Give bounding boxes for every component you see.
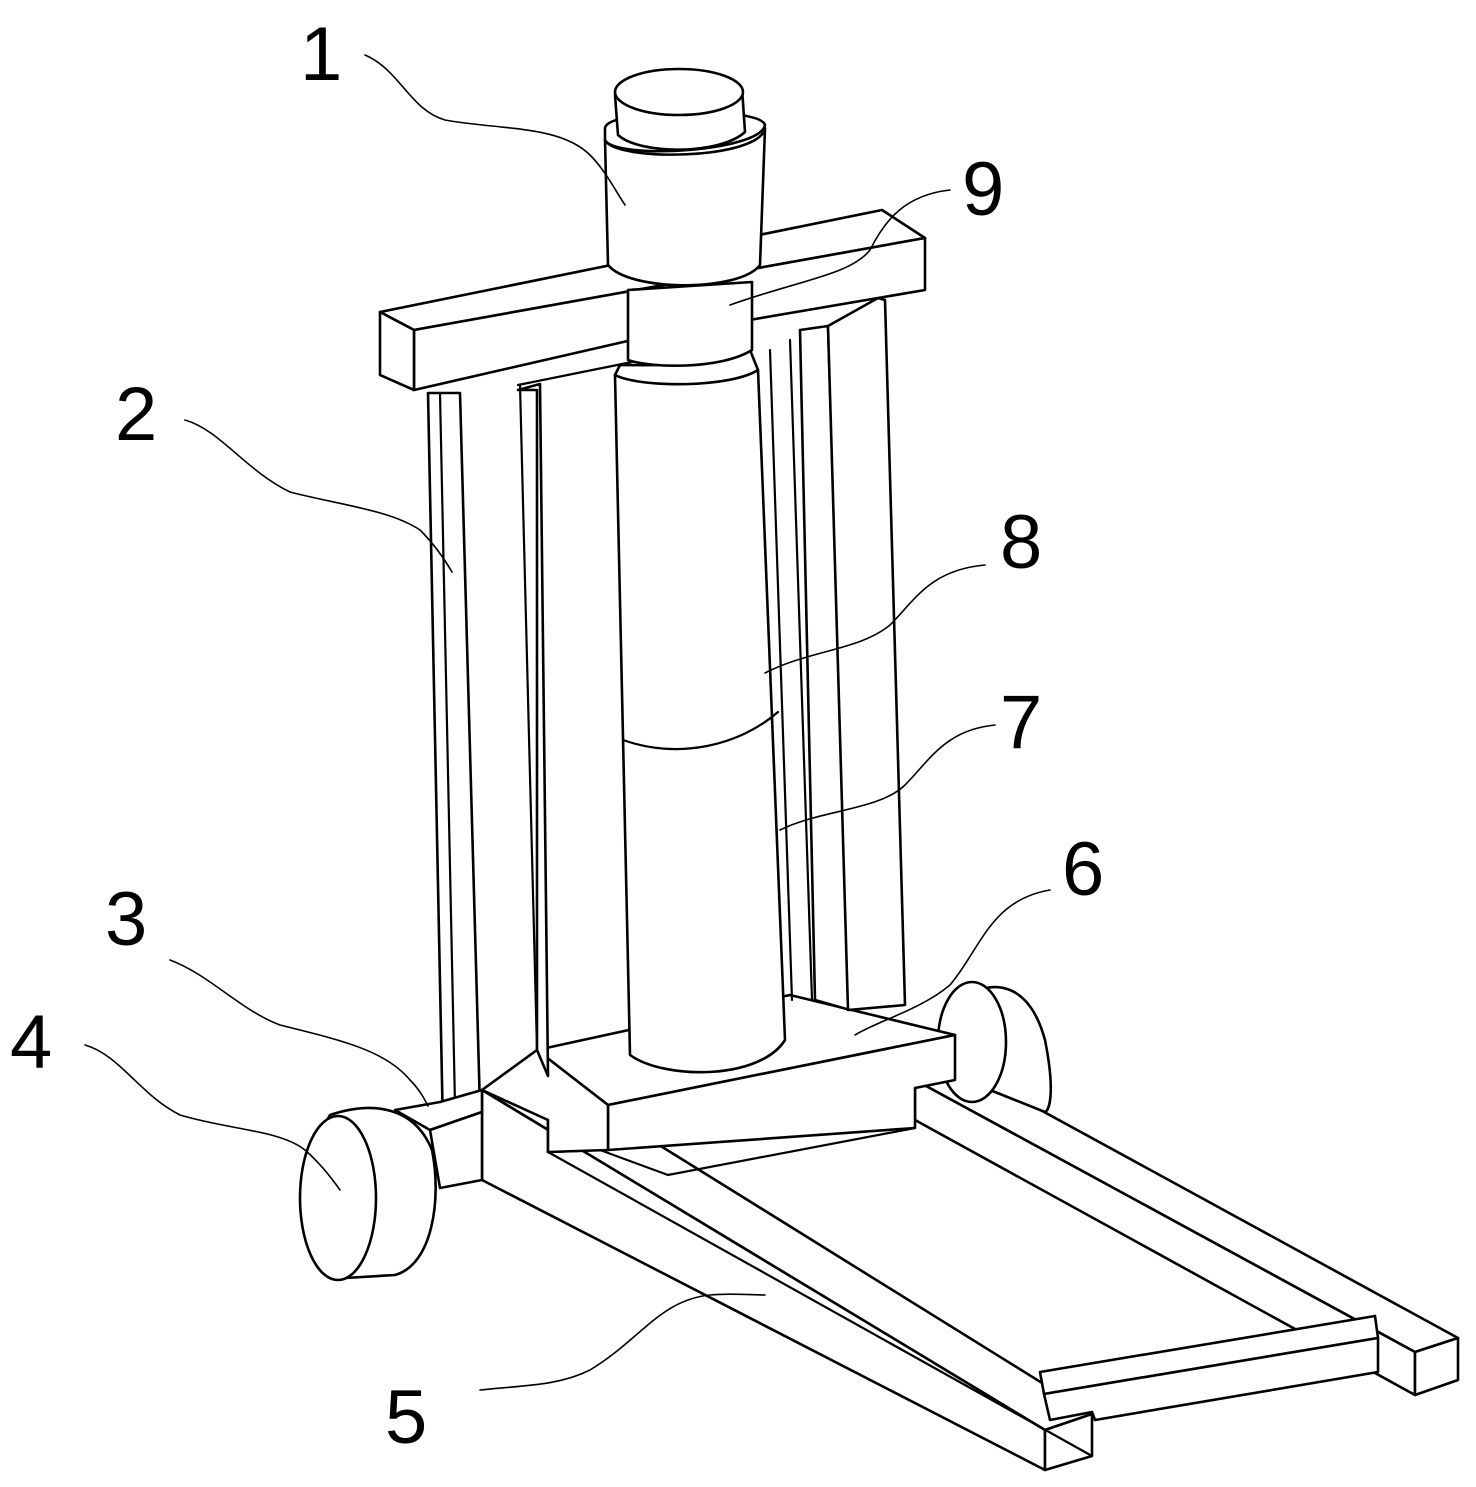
left-wheel-face xyxy=(298,1114,378,1282)
right-upright xyxy=(768,296,907,1012)
leader-4 xyxy=(84,1044,341,1191)
cylinder-lower-body xyxy=(613,368,787,1074)
left-upright xyxy=(426,382,550,1182)
left-upright-inner-edge xyxy=(518,383,539,1052)
top-cap xyxy=(603,67,767,287)
left-upright-inner xyxy=(516,382,550,1078)
cap-top-face xyxy=(613,67,745,117)
callout-6: 6 xyxy=(1062,827,1104,912)
top-beam-end xyxy=(378,310,416,392)
callout-5: 5 xyxy=(385,1375,427,1460)
leader-6 xyxy=(854,889,1051,1036)
top-beam-inner xyxy=(516,360,634,387)
piston-rod xyxy=(626,280,754,368)
leader-3 xyxy=(169,959,429,1107)
leader-1 xyxy=(364,54,626,206)
callout-9: 9 xyxy=(962,147,1004,232)
callout-8: 8 xyxy=(1000,500,1042,585)
callout-2: 2 xyxy=(115,372,157,457)
callout-labels: 1 2 3 4 5 6 7 8 9 xyxy=(10,12,1104,1460)
callout-3: 3 xyxy=(105,877,147,962)
axle-block-top xyxy=(393,1088,484,1132)
callout-4: 4 xyxy=(10,1000,52,1085)
leader-2 xyxy=(184,419,453,573)
rail-line-1 xyxy=(788,338,814,1002)
rail-line-2 xyxy=(768,348,794,1002)
cap-lower-sleeve xyxy=(603,126,767,287)
callout-7: 7 xyxy=(1000,680,1042,765)
leader-7 xyxy=(779,724,996,831)
axle-block-front xyxy=(428,1110,484,1190)
right-upright-outer xyxy=(826,296,907,1012)
leader-5 xyxy=(479,1293,766,1391)
leader-lines xyxy=(84,54,1051,1391)
fork-frame xyxy=(480,1058,1460,1472)
leader-8 xyxy=(764,564,986,674)
callout-1: 1 xyxy=(300,12,342,97)
right-fork-arm-top xyxy=(913,1064,1460,1354)
piston-rod-body xyxy=(626,280,754,368)
fork-floor-line xyxy=(598,1126,917,1177)
leader-9 xyxy=(729,189,951,306)
left-wheel-assembly xyxy=(298,1088,484,1282)
cylinder-joint-arc xyxy=(621,710,780,751)
fork-cross-bar-side xyxy=(1042,1336,1380,1422)
left-fork-inner-rail xyxy=(546,1150,1094,1458)
left-upright-edge xyxy=(438,391,457,1107)
right-fork-arm-end xyxy=(1413,1336,1460,1397)
hydraulic-cylinder xyxy=(613,348,787,1074)
